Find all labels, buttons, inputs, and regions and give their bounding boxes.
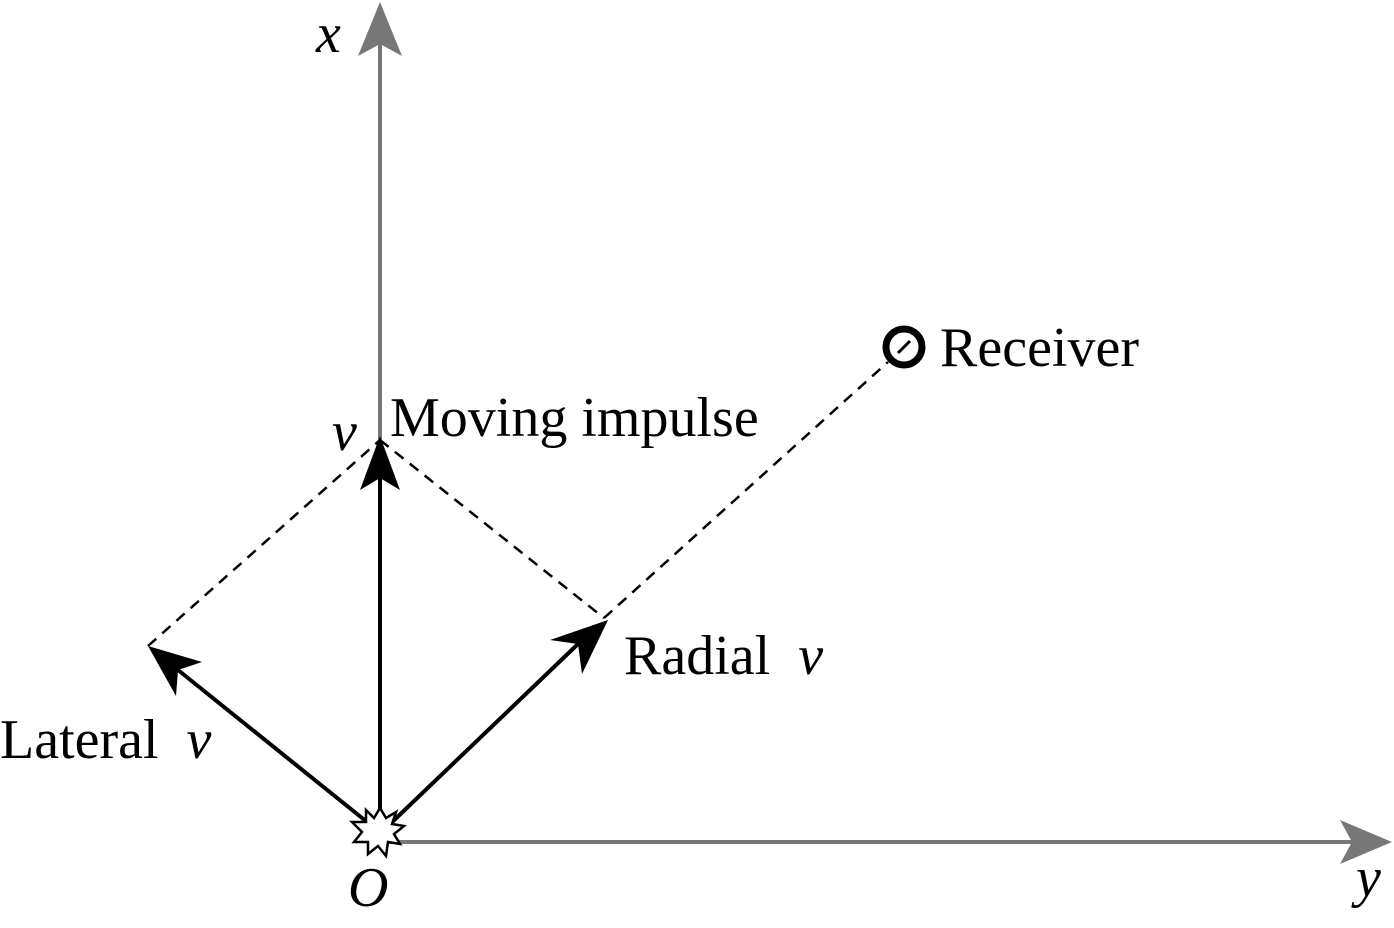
origin-label: O: [348, 857, 388, 919]
construction-lines: [147, 361, 889, 647]
x-axis-arrowhead: [358, 2, 402, 56]
dashed-lateral-to-velocity: [147, 439, 381, 647]
starburst-icon: [348, 805, 407, 860]
lateral-word: Lateral: [0, 709, 159, 771]
y-axis-label: y: [1351, 847, 1381, 909]
radial-velocity-arrowhead: [550, 620, 608, 674]
lateral-velocity-vector: [176, 668, 374, 828]
radial-word: Radial: [624, 625, 770, 687]
radial-velocity-label: Radial v: [624, 625, 823, 687]
y-axis-arrowhead: [1340, 820, 1392, 864]
moving-velocity-symbol: v: [332, 401, 357, 463]
lateral-velocity-label: Lateral v: [0, 709, 212, 771]
target-icon: [882, 325, 926, 369]
receiver-label: Receiver: [940, 317, 1139, 379]
labels: v Moving impulse Receiver Radial v Later…: [0, 317, 1139, 771]
axes: x y O: [315, 2, 1392, 919]
moving-velocity-arrowhead: [360, 436, 400, 490]
lateral-velocity-symbol: v: [187, 709, 212, 771]
radial-velocity-vector: [386, 642, 580, 828]
x-axis-label: x: [315, 3, 341, 65]
vectors: [148, 436, 608, 828]
lateral-velocity-arrowhead: [148, 646, 202, 696]
radial-velocity-symbol: v: [798, 625, 823, 687]
moving-impulse-label: Moving impulse: [390, 387, 759, 449]
dashed-radial-to-receiver: [603, 361, 889, 619]
dashed-velocity-to-radial: [379, 439, 605, 619]
